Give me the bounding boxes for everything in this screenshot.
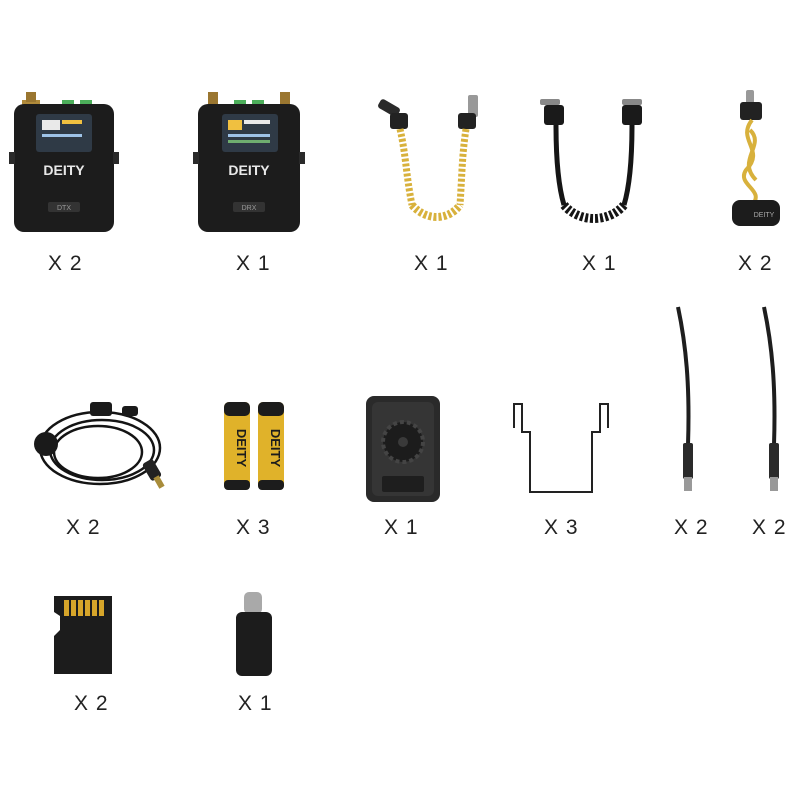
microsd-card-image <box>54 596 112 674</box>
yellow-trs-cable-image: DEITY <box>732 90 780 226</box>
transmitter-brand: DEITY <box>43 162 85 178</box>
quantity-label: X 3 <box>236 516 271 539</box>
receiver-image: DEITY DRX <box>193 92 305 232</box>
quantity-label: X 2 <box>752 516 787 539</box>
quantity-label: X 1 <box>236 252 271 275</box>
transmitter-image: DEITY DTX <box>9 92 119 232</box>
wire-belt-clip-image <box>513 403 609 493</box>
battery-brand: DEITY <box>234 429 249 468</box>
yellow-coiled-cable-image <box>378 95 478 221</box>
usb-c-adapter-image <box>236 592 272 676</box>
shoe-mount-image <box>366 396 440 502</box>
quantity-label: X 2 <box>74 692 109 715</box>
quantity-label: X 1 <box>384 516 419 539</box>
battery-brand: DEITY <box>268 429 283 468</box>
quantity-label: X 1 <box>582 252 617 275</box>
quantity-label: X 1 <box>414 252 449 275</box>
quantity-label: X 2 <box>66 516 101 539</box>
aa-batteries-image: DEITY DEITY <box>224 402 284 490</box>
quantity-label: X 2 <box>738 252 773 275</box>
transmitter-model: DTX <box>57 205 71 212</box>
antenna-image <box>762 306 779 491</box>
receiver-brand: DEITY <box>228 162 270 178</box>
lavalier-microphone-image <box>34 402 165 489</box>
quantity-label: X 2 <box>674 516 709 539</box>
antenna-image <box>676 306 693 491</box>
black-coiled-cable-image <box>540 99 642 223</box>
quantity-label: X 2 <box>48 252 83 275</box>
receiver-model: DRX <box>242 205 257 212</box>
cable-marking: DEITY <box>754 212 775 219</box>
quantity-label: X 1 <box>238 692 273 715</box>
quantity-label: X 3 <box>544 516 579 539</box>
